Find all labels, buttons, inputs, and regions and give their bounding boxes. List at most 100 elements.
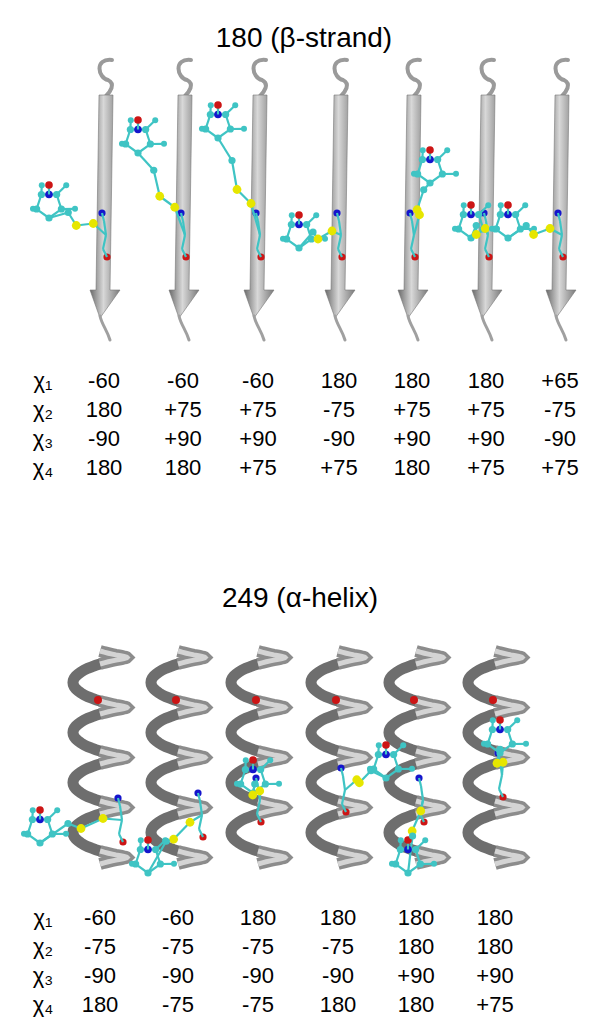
bond <box>485 249 489 257</box>
atom <box>222 111 229 118</box>
helix-shine <box>338 701 365 714</box>
atom <box>455 225 462 232</box>
angle-value: -75 <box>323 397 355 422</box>
alpha-helix <box>389 651 443 864</box>
atom <box>54 807 60 813</box>
atom <box>493 759 502 768</box>
angle-value: +75 <box>164 397 201 422</box>
bond <box>419 778 421 786</box>
spin-label <box>280 209 346 260</box>
spin-label <box>481 716 529 800</box>
spin-label <box>129 789 207 876</box>
atom <box>233 185 242 194</box>
angle-value: -60 <box>84 905 116 930</box>
angle-value: 180 <box>321 368 358 393</box>
atom <box>409 766 415 772</box>
helix-front <box>338 701 365 714</box>
atom <box>72 206 78 212</box>
atom <box>276 781 282 787</box>
helix-back <box>389 714 416 751</box>
atom <box>489 726 496 733</box>
atom <box>214 101 222 109</box>
angle-value: -90 <box>88 426 120 451</box>
bond <box>257 800 260 814</box>
angle-value: +75 <box>541 455 578 480</box>
coil <box>100 60 113 96</box>
helix-back <box>231 664 258 701</box>
helix-back <box>73 714 100 751</box>
angle-value: -75 <box>84 934 116 959</box>
helix-front <box>258 651 285 664</box>
angle-value: +75 <box>467 455 504 480</box>
helix-shine <box>338 751 365 764</box>
coil <box>335 60 348 96</box>
atom <box>30 807 36 813</box>
bond <box>257 249 261 257</box>
bond <box>120 806 122 820</box>
atom <box>33 205 40 212</box>
atom <box>472 230 481 239</box>
atom <box>467 201 475 209</box>
coil <box>408 60 421 96</box>
atom <box>439 170 446 177</box>
angle-value: -75 <box>162 934 194 959</box>
bond <box>103 235 106 249</box>
helix-front <box>178 851 205 864</box>
atom <box>397 846 404 853</box>
angle-value: 180 <box>398 992 435 1017</box>
atom <box>249 756 257 764</box>
alpha-helix <box>151 651 205 864</box>
atom <box>414 170 421 177</box>
helix-back <box>151 664 178 701</box>
bond <box>119 834 123 842</box>
atom <box>426 146 434 154</box>
atom <box>252 696 260 704</box>
spin-label <box>489 201 567 260</box>
angle-value: 180 <box>165 455 202 480</box>
helix-front <box>338 751 365 764</box>
coil <box>482 316 492 340</box>
atom <box>490 717 496 723</box>
atom <box>404 869 411 876</box>
helix-shine <box>100 701 127 714</box>
atom <box>504 234 511 241</box>
atom <box>489 696 497 704</box>
atom <box>314 235 323 244</box>
helix-back <box>73 764 100 801</box>
angle-value: 180 <box>477 934 514 959</box>
atom <box>481 224 490 233</box>
helix-shine <box>100 651 127 664</box>
beta-strand <box>398 60 428 340</box>
helix-shine <box>258 851 285 864</box>
atom <box>410 696 418 704</box>
helix-shine <box>258 801 285 814</box>
helix-shine <box>338 851 365 864</box>
beta-strand <box>546 60 576 340</box>
helix-front <box>416 751 443 764</box>
bond <box>411 249 415 257</box>
bond <box>119 820 122 834</box>
bond <box>499 789 503 797</box>
atom <box>128 117 134 123</box>
strand-arrow <box>169 95 199 318</box>
bond <box>218 138 232 161</box>
atom <box>522 202 528 208</box>
coil <box>254 60 267 96</box>
atom <box>227 125 234 132</box>
bond <box>182 249 186 257</box>
bond <box>410 213 412 221</box>
atom <box>39 182 45 188</box>
helix-front <box>100 801 127 814</box>
helix-front <box>495 651 522 664</box>
angle-label: χ₃ <box>33 963 54 988</box>
angle-value: +90 <box>467 426 504 451</box>
helix-shine <box>416 651 443 664</box>
atom <box>152 117 158 123</box>
bond <box>198 793 200 801</box>
angle-value: 180 <box>398 934 435 959</box>
helix-shine <box>258 751 285 764</box>
helix-front <box>178 751 205 764</box>
helix-front <box>416 701 443 714</box>
angle-value: 180 <box>398 905 435 930</box>
